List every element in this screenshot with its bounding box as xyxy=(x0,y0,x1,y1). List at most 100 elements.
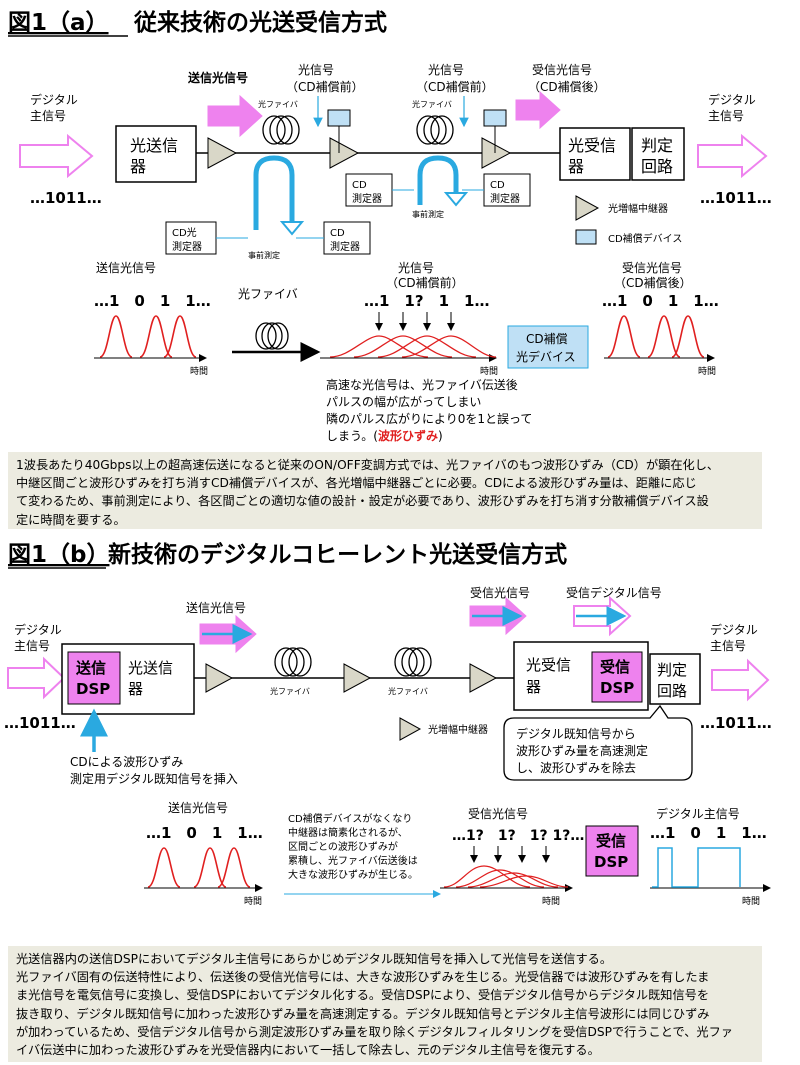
fig-a-sig-before-label-1b: （CD補償前） xyxy=(286,79,364,94)
fig-b-desc-4: 累積し、光ファイバ伝送後は xyxy=(288,854,418,867)
fig-b-bottom-digital-label: デジタル主信号 xyxy=(656,806,740,821)
fig-a-cd-meter-1b: 測定器 xyxy=(172,240,202,253)
fig-a-legend-cd-icon xyxy=(575,229,597,245)
fig-b-digital-in-arrow xyxy=(7,656,66,700)
fig-b-tx-box-1: 光送信 xyxy=(128,659,173,677)
fig-a-mid-pulses xyxy=(329,335,497,358)
fig-a-tx-box-1: 光送信 xyxy=(130,136,178,155)
fig-b-rx-digital-label: 受信デジタル信号 xyxy=(566,585,662,600)
fig-a-note-line-2: 中継区間ごと波形ひずみを打ち消すCD補償デバイスが、各光増幅中継器ごとに必要。C… xyxy=(16,476,697,491)
fig-b-digital-out-1: デジタル xyxy=(710,622,758,637)
fig-a-bottom-tx-bits: …1 0 1 1… xyxy=(94,292,211,310)
fig-b-rx-signal-label: 受信光信号 xyxy=(470,586,530,600)
fig-a-digital-out-1: デジタル xyxy=(708,92,756,107)
fig-a-rx-box-2: 器 xyxy=(568,157,584,176)
fig-b-bits-out: …1011… xyxy=(700,714,772,732)
fig-b-bottom-dsp-1: 受信 xyxy=(596,832,626,850)
fig-b-desc-2: 中継器は簡素化されるが、 xyxy=(288,826,408,839)
fig-b-fiber-coil-1 xyxy=(274,647,312,677)
fig-b-tx-dsp xyxy=(67,651,121,705)
fig-a-bottom-mid-bits: …1 1? 1 1… xyxy=(364,292,489,310)
fig-a-title-num: 図1（a） xyxy=(8,9,109,36)
fig-b-bottom-tx-label: 送信光信号 xyxy=(168,800,228,815)
fig-b-tx-dsp-2: DSP xyxy=(76,680,110,698)
fig-a-bottom-rx-label-2: （CD補償後） xyxy=(614,276,692,290)
fig-a-explain-2: パルスの幅が広がってしまい xyxy=(326,394,481,409)
fig-a-tx-signal-arrow xyxy=(207,94,263,138)
fig-a-digital-in-1: デジタル xyxy=(30,92,78,107)
fig-b-tx-signal-label: 送信光信号 xyxy=(186,600,246,615)
fig-a-decision-1: 判定 xyxy=(641,136,673,155)
fig-a-explain-3: 隣のパルス広がりにより0を1と誤って xyxy=(326,411,532,426)
fig-a-cd-meter-4a: CD xyxy=(490,180,505,191)
fig-b-callout xyxy=(503,704,693,781)
fig-b-fiber-coil-2 xyxy=(394,647,432,677)
fig-a-fiber-coil-1 xyxy=(262,115,300,145)
fig-a-pre-measure-2: 事前測定 xyxy=(412,209,444,219)
fig-a-sig-before-label-2a: 光信号 xyxy=(428,63,464,77)
fig-b-rx-box-1: 光受信 xyxy=(526,656,571,674)
fig-a-sig-before-label-1a: 光信号 xyxy=(298,63,334,77)
fig-a-cd-device-2 xyxy=(483,109,507,127)
fig-a-time-2: 時間 xyxy=(480,366,498,377)
fig-b-note-line-5: が加わっているため、受信デジタル信号から測定波形ひずみ量を取り除くデジタルフィル… xyxy=(16,1024,733,1039)
fig-a-fiber-small-1: 光ファイバ xyxy=(258,99,298,109)
fig-a-cd-device-box-1: CD補償 xyxy=(526,332,568,346)
fig-b-decision-box xyxy=(649,653,701,705)
fig-b-callout-3: し、波形ひずみを除去 xyxy=(516,760,636,775)
fig-a-decision-2: 回路 xyxy=(641,157,673,176)
fig-b-decision-2: 回路 xyxy=(657,682,687,700)
fig-b-rx-dsp-1: 受信 xyxy=(600,658,630,676)
fig-b-digital-out-arrow xyxy=(711,658,770,702)
fig-a-amp-1 xyxy=(207,137,238,169)
fig-a-pre-measure-1: 事前測定 xyxy=(248,250,280,260)
fig-a-title: 従来技術の光送受信方式 xyxy=(133,9,387,36)
fig-a-tx-box xyxy=(115,125,197,183)
fig-a-digital-in-arrow xyxy=(19,133,94,179)
fig-b-tx-dsp-1: 送信 xyxy=(75,659,106,677)
fig-a-amp-2 xyxy=(329,137,360,169)
fig-b-digital-waveform xyxy=(652,847,741,888)
fig-b-amp-1 xyxy=(205,663,234,693)
fig-a-cd-device-1 xyxy=(327,109,351,127)
fig-b-legend-amp: 光増幅中継器 xyxy=(428,723,488,736)
fig-a-note-line-3: て変わるため、事前測定により、各区間ごとの適切な値の設計・設定が必要であり、波形… xyxy=(16,494,709,509)
fig-b-bits-in: …1011… xyxy=(4,714,76,732)
fig-b-desc-1: CD補償デバイスがなくなり xyxy=(288,812,412,825)
fig-a-fiber-coil-2 xyxy=(416,115,454,145)
fig-a-bits-in: …1011… xyxy=(30,189,102,207)
fig-b-fiber-small-1: 光ファイバ xyxy=(270,686,310,696)
fig-a-time-1: 時間 xyxy=(190,366,208,377)
fig-a-rx-signal-label-1: 受信光信号 xyxy=(532,63,592,77)
fig-a-note-line-4: 定に時間を要する。 xyxy=(16,512,126,527)
fig-a-rx-box-1: 光受信 xyxy=(568,136,616,155)
fig-a-cd-meter-2a: CD xyxy=(330,228,345,239)
fig-a-legend-amp: 光増幅中継器 xyxy=(608,202,668,215)
figure-a: 図1（a） 従来技術の光送受信方式 デジタル 主信号 …1011… 送信光信号 … xyxy=(8,9,772,443)
fig-a-cd-meter-3 xyxy=(345,173,393,207)
fig-b-digital-in-1: デジタル xyxy=(14,622,62,637)
fig-a-cd-meter-3a: CD xyxy=(352,180,367,191)
fig-b-digital-out-2: 主信号 xyxy=(710,639,746,653)
fig-a-cd-meter-1a: CD光 xyxy=(172,226,197,239)
fig-a-bottom-fiber: 光ファイバ xyxy=(238,287,298,301)
fig-a-cd-meter-3b: 測定器 xyxy=(352,192,382,205)
fig-a-sig-before-label-2b: （CD補償前） xyxy=(416,79,494,94)
fig-b-bottom-rx-bits: …1? 1? 1? 1?… xyxy=(452,828,584,844)
figure-b: 図1（b） 新技術のデジタルコヒーレント光送受信方式 デジタル 主信号 …101… xyxy=(4,541,772,907)
fig-b-insert-label-1: CDによる波形ひずみ xyxy=(70,755,183,769)
fig-a-time-3: 時間 xyxy=(698,366,716,377)
fig-b-title: 新技術のデジタルコヒーレント光送受信方式 xyxy=(108,541,567,568)
fig-a-cd-meter-1 xyxy=(165,221,217,255)
fig-a-bottom-fiber-coil xyxy=(255,322,289,350)
fig-a-bottom-tx-label: 送信光信号 xyxy=(96,260,156,275)
fig-b-tx-pulses xyxy=(147,847,251,888)
fig-b-digital-in-2: 主信号 xyxy=(14,639,50,653)
fig-b-rx-dsp xyxy=(591,651,643,703)
fig-b-time-1: 時間 xyxy=(244,896,262,907)
fig-b-time-3: 時間 xyxy=(742,896,760,907)
fig-a-legend-amp-icon xyxy=(575,195,600,221)
fig-b-callout-2: 波形ひずみ量を高速測定 xyxy=(516,743,648,758)
fig-a-tx-signal-label: 送信光信号 xyxy=(187,70,248,85)
